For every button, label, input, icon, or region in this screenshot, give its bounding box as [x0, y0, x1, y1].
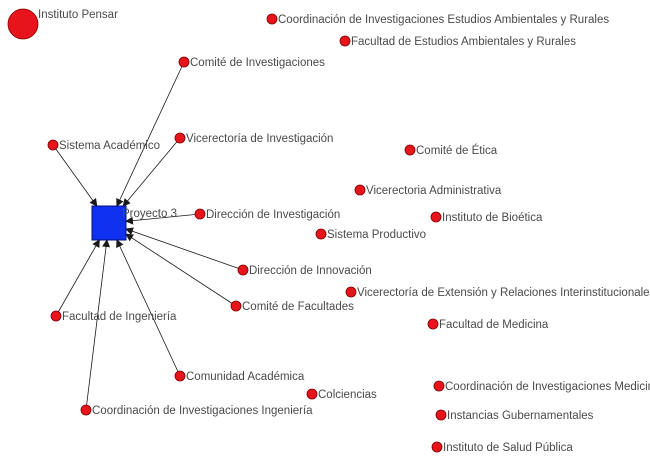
node-label: Dirección de Innovación	[249, 265, 372, 277]
node-label: Coordinación de Investigaciones Medicina	[445, 381, 650, 393]
node-label: Facultad de Estudios Ambientales y Rural…	[351, 36, 576, 48]
node-circle-marker[interactable]	[430, 211, 442, 223]
node-label: Proyecto 3	[122, 208, 177, 220]
node-circle-marker[interactable]	[266, 13, 278, 25]
node-coord-inv-ambientales[interactable]: Coordinación de Investigaciones Estudios…	[266, 13, 609, 26]
node-sistema-productivo[interactable]: Sistema Productivo	[315, 228, 426, 241]
node-label: Instituto Pensar	[38, 9, 118, 21]
node-label: Vicerectoría de Investigación	[186, 133, 333, 145]
node-label: Coordinación de Investigaciones Ingenier…	[92, 405, 313, 417]
node-comite-etica[interactable]: Comité de Ética	[404, 144, 498, 157]
node-circle-marker[interactable]	[174, 370, 186, 382]
node-comunidad-academica[interactable]: Comunidad Académica	[174, 370, 305, 383]
node-label: Colciencias	[318, 389, 377, 401]
node-circle-marker[interactable]	[47, 139, 59, 151]
node-circle-marker[interactable]	[7, 8, 39, 40]
node-label: Coordinación de Investigaciones Estudios…	[278, 14, 609, 26]
node-label: Dirección de Investigación	[206, 209, 340, 221]
node-circle-marker[interactable]	[230, 300, 242, 312]
node-label: Comité de Investigaciones	[190, 57, 325, 69]
node-facultad-medicina[interactable]: Facultad de Medicina	[427, 318, 549, 331]
node-facultad-ingenieria[interactable]: Facultad de Ingeniería	[50, 310, 177, 323]
node-direccion-investigacion[interactable]: Dirección de Investigación	[194, 208, 340, 221]
node-label: Comité de Facultades	[242, 301, 354, 313]
node-comite-investigaciones[interactable]: Comité de Investigaciones	[178, 56, 325, 69]
node-circle-marker[interactable]	[354, 184, 366, 196]
node-instituto-pensar[interactable]: Instituto Pensar	[7, 8, 118, 40]
node-coord-inv-ingenieria[interactable]: Coordinación de Investigaciones Ingenier…	[80, 404, 313, 417]
node-label: Vicerectoria Administrativa	[366, 185, 502, 197]
node-proyecto-3[interactable]: Proyecto 3	[91, 205, 177, 241]
node-circle-marker[interactable]	[339, 35, 351, 47]
node-label: Facultad de Medicina	[439, 319, 549, 331]
node-comite-facultades[interactable]: Comité de Facultades	[230, 300, 354, 313]
node-instituto-bioetica[interactable]: Instituto de Bioética	[430, 211, 543, 224]
node-direccion-innovacion[interactable]: Dirección de Innovación	[237, 264, 372, 277]
node-label: Instituto de Salud Pública	[443, 442, 573, 454]
node-label: Sistema Productivo	[327, 229, 426, 241]
node-circle-marker[interactable]	[431, 441, 443, 453]
node-circle-marker[interactable]	[174, 132, 186, 144]
node-label: Comité de Ética	[416, 144, 498, 157]
edge-comite-investigaciones-to-proyecto-3	[116, 61, 185, 207]
node-circle-marker[interactable]	[315, 228, 327, 240]
node-circle-marker[interactable]	[178, 56, 190, 68]
node-label: Instancias Gubernamentales	[447, 410, 594, 422]
node-label: Vicerectoría de Extensión y Relaciones I…	[357, 287, 650, 299]
node-label: Comunidad Académica	[186, 371, 305, 383]
node-facultad-ambientales[interactable]: Facultad de Estudios Ambientales y Rural…	[339, 35, 576, 48]
project-square-marker[interactable]	[91, 205, 127, 241]
node-colciencias[interactable]: Colciencias	[306, 388, 377, 401]
node-circle-marker[interactable]	[237, 264, 249, 276]
node-circle-marker[interactable]	[404, 144, 416, 156]
node-circle-marker[interactable]	[345, 286, 357, 298]
node-circle-marker[interactable]	[433, 380, 445, 392]
edge-direccion-investigacion-to-proyecto-3	[125, 213, 201, 225]
node-coord-inv-medicina[interactable]: Coordinación de Investigaciones Medicina	[433, 380, 650, 393]
node-circle-marker[interactable]	[80, 404, 92, 416]
node-circle-marker[interactable]	[306, 388, 318, 400]
node-circle-marker[interactable]	[50, 310, 62, 322]
node-circle-marker[interactable]	[427, 318, 439, 330]
node-sistema-academico[interactable]: Sistema Académico	[47, 139, 160, 152]
node-vicerrectoria-administrativa[interactable]: Vicerectoria Administrativa	[354, 184, 502, 197]
node-vicerrectoria-investigacion[interactable]: Vicerectoría de Investigación	[174, 132, 333, 145]
node-vicerrectoria-extension[interactable]: Vicerectoría de Extensión y Relaciones I…	[345, 286, 650, 299]
node-circle-marker[interactable]	[194, 208, 206, 220]
node-circle-marker[interactable]	[435, 409, 447, 421]
node-instituto-salud-publica[interactable]: Instituto de Salud Pública	[431, 441, 573, 454]
edge-facultad-ingenieria-to-proyecto-3	[55, 239, 100, 317]
node-instancias-gubernamentales[interactable]: Instancias Gubernamentales	[435, 409, 594, 422]
edge-vicerrectoria-investigacion-to-proyecto-3	[122, 137, 181, 207]
node-label: Facultad de Ingeniería	[62, 311, 177, 323]
edge-direccion-innovacion-to-proyecto-3	[125, 227, 244, 271]
node-label: Instituto de Bioética	[442, 212, 543, 224]
node-label: Sistema Académico	[59, 140, 160, 152]
edge-comite-facultades-to-proyecto-3	[125, 233, 237, 307]
edge-comunidad-academica-to-proyecto-3	[116, 239, 181, 377]
edge-coord-inv-ingenieria-to-proyecto-3	[85, 239, 111, 411]
edge-sistema-academico-to-proyecto-3	[52, 144, 98, 207]
